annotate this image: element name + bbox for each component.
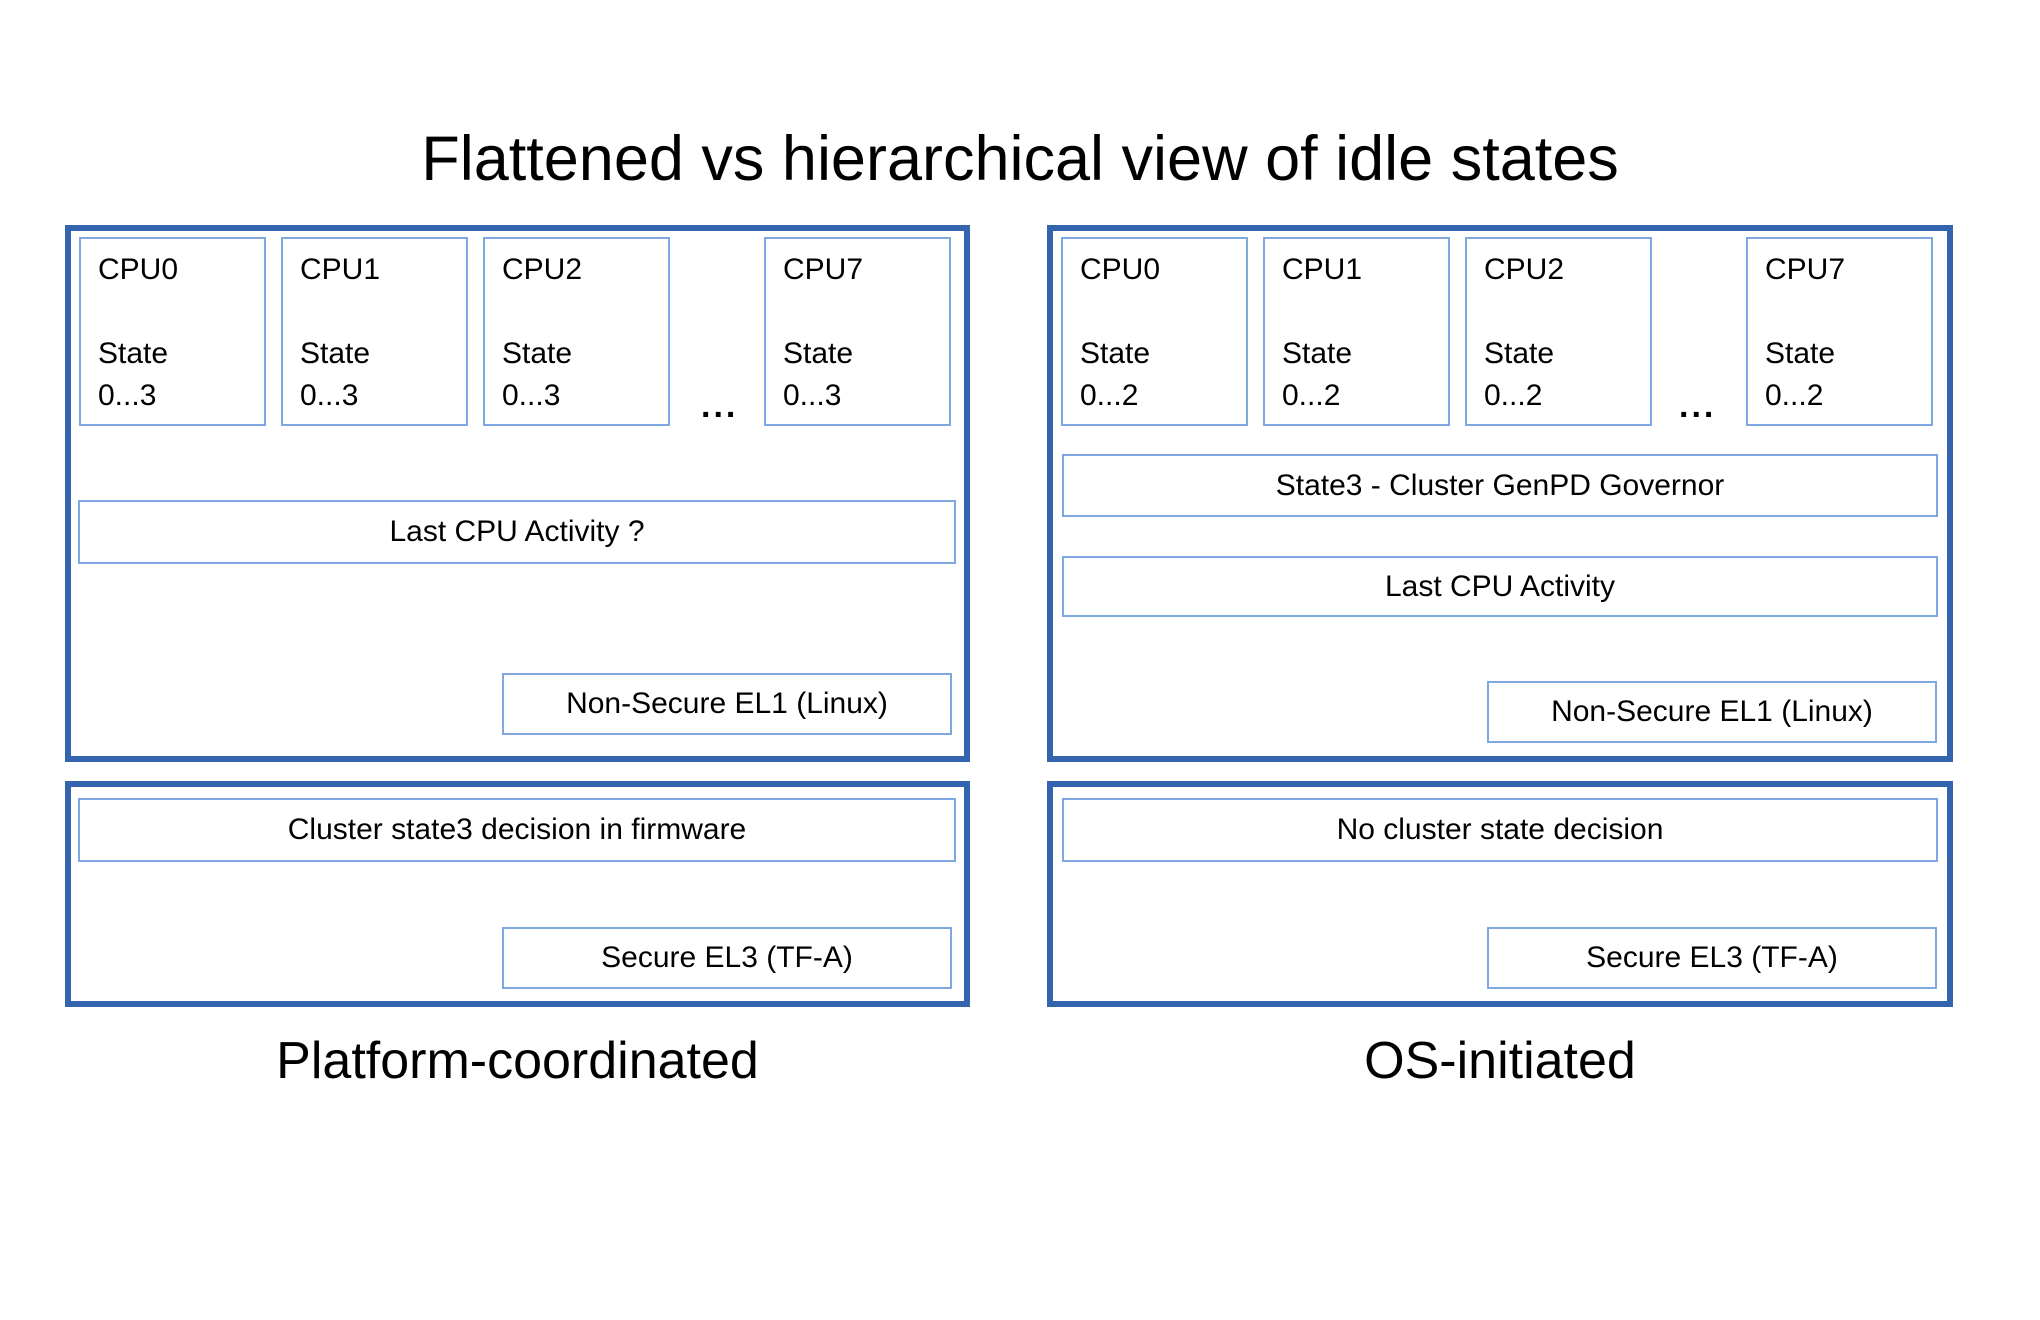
- cpu-state-label: State: [502, 337, 573, 370]
- cpu-name: CPU1: [300, 253, 381, 286]
- last-cpu-activity-bar: Last CPU Activity ?: [78, 500, 956, 564]
- os-initiated-el1-panel: CPU0 State 0...2 CPU1 State 0...2 CPU2 S…: [1047, 225, 1953, 762]
- os-initiated-el3-panel: No cluster state decision Secure EL3 (TF…: [1047, 781, 1953, 1007]
- cpu-name: CPU0: [98, 253, 179, 286]
- no-cluster-decision-bar: No cluster state decision: [1062, 798, 1938, 862]
- cpu-state-range: 0...3: [98, 379, 157, 412]
- cpu-box-cpu0: CPU0 State 0...3: [79, 237, 266, 426]
- cpu-state-range: 0...2: [1080, 379, 1139, 412]
- cpu-name: CPU7: [1765, 253, 1846, 286]
- cpu-state-label: State: [1080, 337, 1151, 370]
- cpu-box-cpu2: CPU2 State 0...2: [1465, 237, 1652, 426]
- last-cpu-activity-bar: Last CPU Activity: [1062, 556, 1938, 617]
- non-secure-el1-box: Non-Secure EL1 (Linux): [502, 673, 952, 735]
- cpu-state-label: State: [98, 337, 169, 370]
- non-secure-el1-box: Non-Secure EL1 (Linux): [1487, 681, 1937, 743]
- cpu-state-range: 0...2: [1765, 379, 1824, 412]
- platform-coordinated-caption: Platform-coordinated: [276, 1032, 759, 1090]
- cpu-name: CPU2: [1484, 253, 1565, 286]
- platform-coordinated-el1-panel: CPU0 State 0...3 CPU1 State 0...3 CPU2 S…: [65, 225, 970, 762]
- cpu-box-cpu7: CPU7 State 0...3: [764, 237, 951, 426]
- cpu-name: CPU2: [502, 253, 583, 286]
- cpu-name: CPU7: [783, 253, 864, 286]
- cpu-state-label: State: [300, 337, 371, 370]
- cpu-state-range: 0...2: [1484, 379, 1543, 412]
- cpu-state-label: State: [1282, 337, 1353, 370]
- cpu-state-label: State: [1765, 337, 1836, 370]
- cpu-box-cpu2: CPU2 State 0...3: [483, 237, 670, 426]
- cpu-box-cpu0: CPU0 State 0...2: [1061, 237, 1248, 426]
- cpu-box-cpu1: CPU1 State 0...2: [1263, 237, 1450, 426]
- cpu-state-label: State: [1484, 337, 1555, 370]
- secure-el3-box: Secure EL3 (TF-A): [502, 927, 952, 989]
- cpu-name: CPU1: [1282, 253, 1363, 286]
- platform-coordinated-el3-panel: Cluster state3 decision in firmware Secu…: [65, 781, 970, 1007]
- cpu-box-cpu7: CPU7 State 0...2: [1746, 237, 1933, 426]
- diagram-title: Flattened vs hierarchical view of idle s…: [421, 124, 1619, 194]
- cpu-name: CPU0: [1080, 253, 1161, 286]
- cpu-state-label: State: [783, 337, 854, 370]
- cpu-ellipsis: ...: [701, 387, 739, 425]
- cluster-decision-bar: Cluster state3 decision in firmware: [78, 798, 956, 862]
- cpu-ellipsis: ...: [1679, 387, 1717, 425]
- cpu-state-range: 0...3: [300, 379, 359, 412]
- cpu-state-range: 0...2: [1282, 379, 1341, 412]
- cpu-state-range: 0...3: [502, 379, 561, 412]
- cpu-state-range: 0...3: [783, 379, 842, 412]
- os-initiated-caption: OS-initiated: [1364, 1032, 1636, 1090]
- cpu-box-cpu1: CPU1 State 0...3: [281, 237, 468, 426]
- cluster-genpd-governor-bar: State3 - Cluster GenPD Governor: [1062, 454, 1938, 517]
- secure-el3-box: Secure EL3 (TF-A): [1487, 927, 1937, 989]
